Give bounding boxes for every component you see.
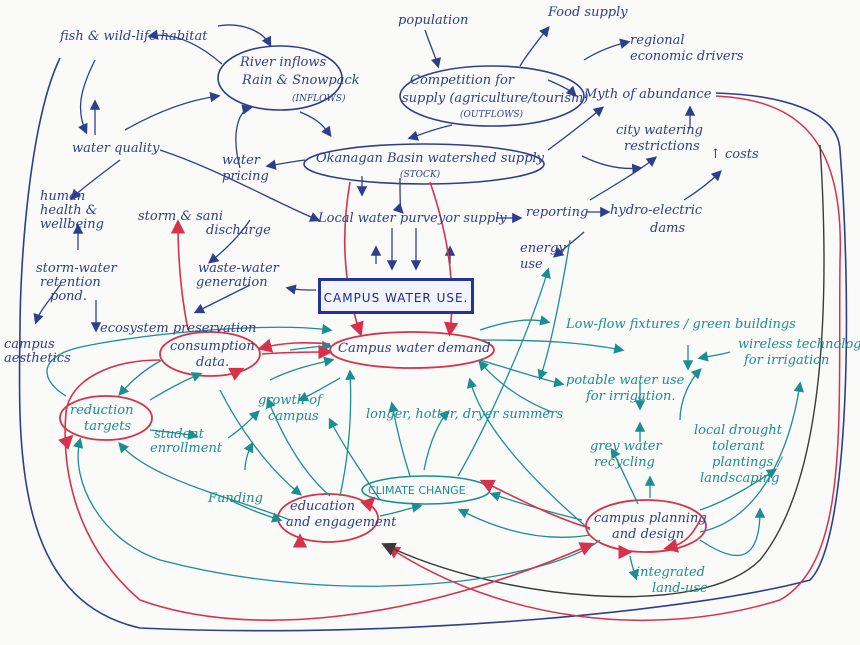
- node-education-line1: education: [290, 499, 355, 514]
- node-campus-aesthetics-line1: campus: [4, 337, 55, 352]
- node-food-supply: Food supply: [548, 5, 628, 20]
- watershed-outline: [303, 143, 545, 185]
- node-local-drought-line2: tolerant: [712, 439, 765, 454]
- node-campus-water-demand: Campus water demand: [338, 341, 491, 356]
- node-potable-line1: potable water use: [566, 373, 685, 388]
- campus-water-use-stock: CAMPUS WATER USE.: [318, 278, 474, 314]
- node-ecosystem-preservation: ecosystem preservation: [100, 321, 257, 336]
- node-climate-change: CLIMATE CHANGE: [368, 484, 466, 497]
- node-waste-water-line2: generation: [196, 275, 268, 290]
- node-storm-water-line2: retention: [40, 275, 101, 290]
- node-reporting: reporting: [526, 205, 589, 220]
- node-city-watering-line1: city watering: [616, 123, 704, 138]
- node-competition-line1: Competition for: [410, 73, 515, 88]
- node-regional-line2: economic drivers: [630, 49, 744, 64]
- node-student-line2: enrollment: [150, 441, 223, 456]
- node-energy-line2: use: [520, 257, 543, 272]
- node-reduction-line1: reduction: [70, 403, 134, 418]
- node-growth-line1: growth of: [258, 393, 322, 408]
- node-local-drought-line3: plantings /: [712, 455, 782, 470]
- node-potable-line2: for irrigation.: [586, 389, 676, 404]
- node-campus-planning-line1: campus planning: [594, 511, 707, 526]
- node-low-flow-fixtures: Low-flow fixtures / green buildings: [566, 317, 796, 332]
- node-water-pricing-line2: pricing: [222, 169, 269, 184]
- node-wireless-line2: for irrigation: [744, 353, 830, 368]
- outer-loop-dark: [381, 144, 825, 598]
- node-human-health-line1: human: [40, 189, 86, 204]
- node-student-line1: student: [154, 427, 204, 442]
- node-grey-water-line1: grey water: [590, 439, 662, 454]
- node-water-pricing-line1: water: [222, 153, 261, 168]
- node-local-drought-line1: local drought: [694, 423, 782, 438]
- node-hydro-line2: dams: [650, 221, 686, 236]
- node-population: population: [398, 13, 469, 28]
- node-water-quality: water quality: [72, 141, 160, 156]
- node-energy-line1: energy: [520, 241, 566, 256]
- node-campus-planning-line2: and design: [612, 527, 685, 542]
- node-city-watering-line2: restrictions: [624, 139, 700, 154]
- node-competition-line2: supply (agriculture/tourism): [402, 91, 589, 106]
- node-integrated-line1: integrated: [636, 565, 705, 580]
- node-storm-water-line3: pond.: [50, 289, 87, 304]
- node-storm-sani-line2: discharge: [206, 223, 271, 238]
- node-consumption-line1: consumption: [170, 339, 255, 354]
- node-myth-of-abundance: Myth of abundance: [584, 87, 712, 102]
- outer-loop-blue: [18, 57, 848, 632]
- node-local-purveyor: Local water purveyor supply: [318, 211, 507, 226]
- reduction-outline: [59, 395, 153, 441]
- node-waste-water-line1: waste-water: [198, 261, 279, 276]
- node-local-drought-line4: landscaping: [700, 471, 780, 486]
- node-watershed-supply: Okanagan Basin watershed supply: [316, 151, 545, 166]
- node-education-line2: and engagement: [286, 515, 397, 530]
- node-storm-sani-line1: storm & sani: [138, 209, 224, 224]
- node-wireless-line1: wireless technology: [738, 337, 860, 352]
- node-reduction-line2: targets: [84, 419, 132, 434]
- node-integrated-line2: land-use: [652, 581, 708, 596]
- node-stock: (STOCK): [400, 170, 441, 180]
- node-funding: Funding: [208, 491, 263, 506]
- consumption-outline: [159, 331, 261, 377]
- node-human-health-line3: wellbeing: [40, 217, 105, 232]
- outer-loop-red: [386, 95, 842, 622]
- campus-water-use-label: CAMPUS WATER USE.: [323, 291, 469, 305]
- river-inflows-outline: [217, 45, 343, 111]
- node-longer-hotter-summers: longer, hotter, dryer summers: [366, 407, 564, 422]
- node-consumption-line2: data.: [196, 355, 230, 370]
- node-regional-line1: regional: [630, 33, 685, 48]
- node-river-inflows: River inflows: [240, 55, 327, 70]
- node-human-health-line2: health &: [40, 203, 98, 218]
- node-campus-aesthetics-line2: aesthetics: [4, 351, 71, 366]
- node-inflows: (INFLOWS): [292, 94, 346, 104]
- node-storm-water-line1: storm-water: [36, 261, 117, 276]
- node-outflows: (OUTFLOWS): [460, 110, 524, 120]
- node-hydro-line1: hydro-electric: [610, 203, 703, 218]
- competition-outline: [399, 65, 585, 127]
- node-fish-wildlife: fish & wild-life habitat: [60, 29, 208, 44]
- node-growth-line2: campus: [268, 409, 319, 424]
- node-rain-snowpack: Rain & Snowpack: [242, 73, 360, 88]
- node-costs: ↑ costs: [710, 147, 759, 162]
- node-grey-water-line2: recycling: [594, 455, 655, 470]
